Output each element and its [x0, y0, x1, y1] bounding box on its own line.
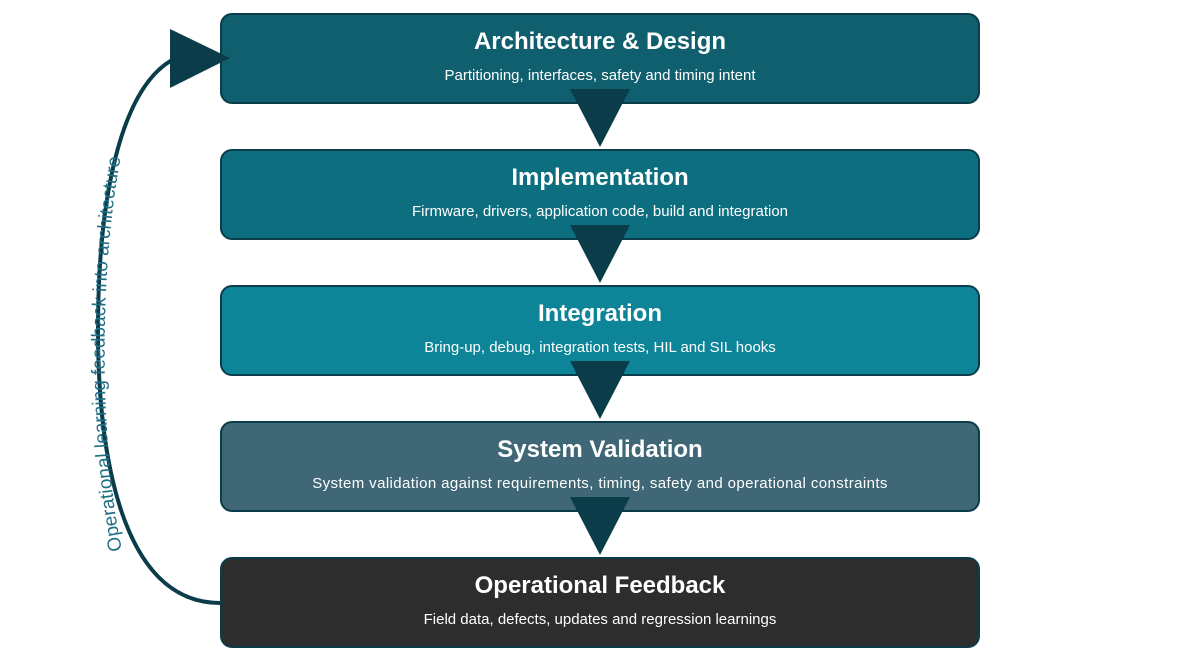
stage-title: Operational Feedback [474, 572, 726, 599]
stage-subtitle: Field data, defects, updates and regress… [423, 611, 777, 628]
stage-system-validation: System Validation System validation agai… [220, 421, 980, 512]
stage-subtitle: Partitioning, interfaces, safety and tim… [444, 67, 756, 84]
feedback-loop-arrow [95, 58, 221, 605]
stage-title: Architecture & Design [473, 28, 727, 55]
feedback-arrowhead-icon [170, 29, 230, 88]
stage-title: Integration [538, 300, 662, 327]
feedback-label-text: Operational learning feedback into archi… [89, 155, 127, 554]
stage-title: Implementation [511, 164, 689, 191]
flow-arrow-1 [570, 89, 630, 147]
stage-subtitle: System validation against requirements, … [312, 475, 888, 492]
feedback-label: Operational learning feedback into archi… [89, 155, 127, 554]
stage-operational-feedback: Operational Feedback Field data, defects… [220, 557, 980, 648]
flow-arrow-3 [570, 361, 630, 419]
stage-subtitle: Firmware, drivers, application code, bui… [411, 203, 789, 220]
stage-subtitle: Bring-up, debug, integration tests, HIL … [424, 339, 776, 356]
stage-architecture-design: Architecture & Design Partitioning, inte… [220, 13, 980, 104]
flow-arrow-2 [570, 225, 630, 283]
stage-title: System Validation [497, 436, 703, 463]
flow-arrow-4 [570, 497, 630, 555]
